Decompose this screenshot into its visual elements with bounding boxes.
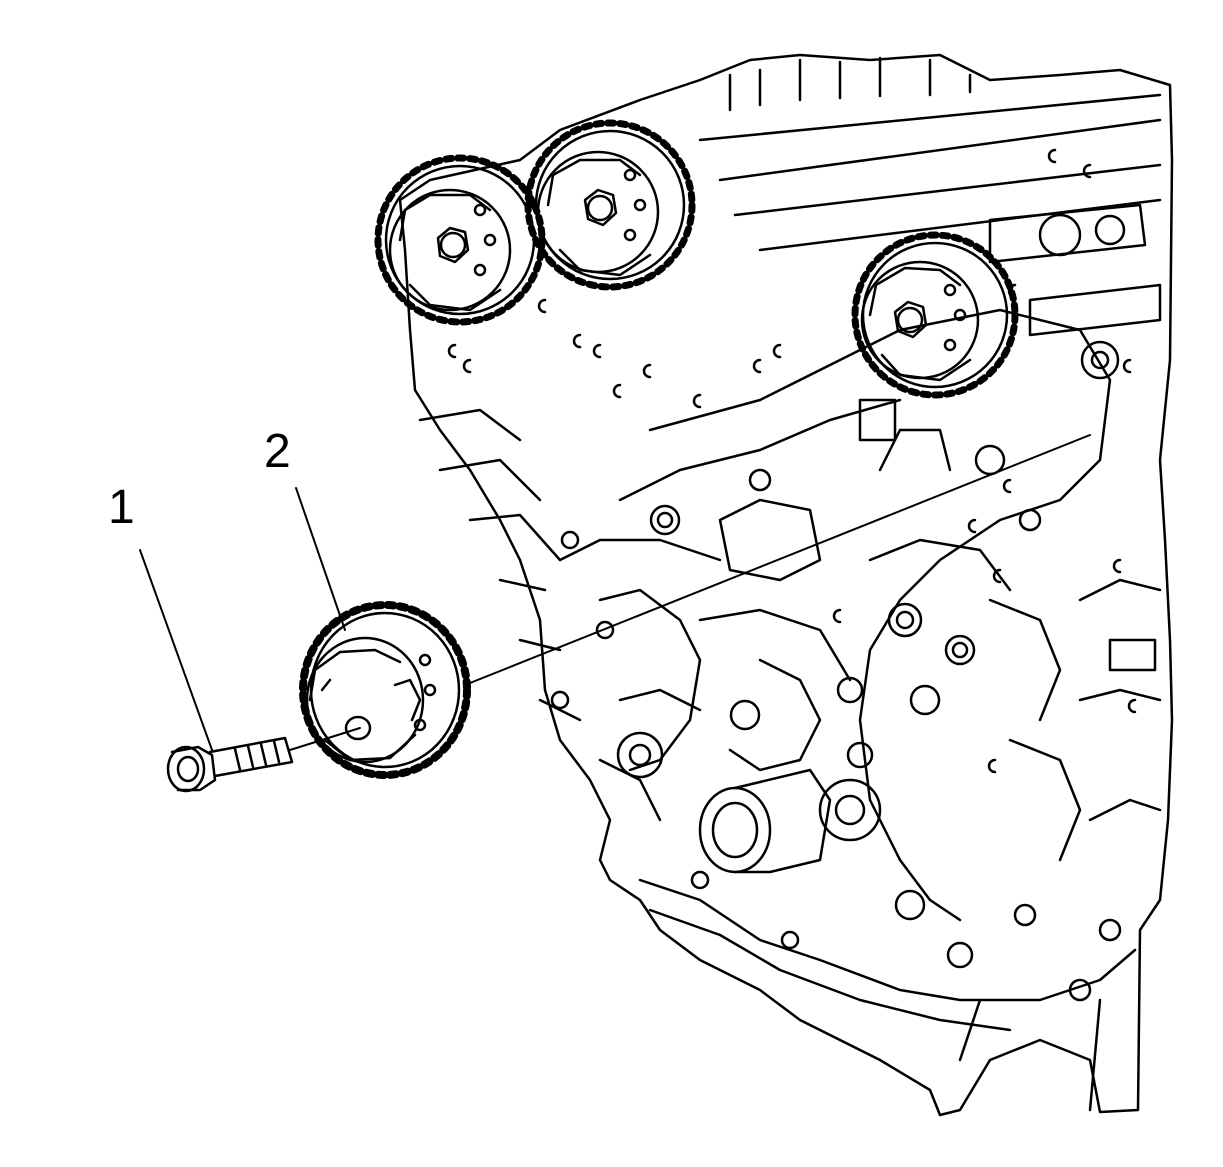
callout-number-sprocket: 2 xyxy=(264,425,291,478)
leader-lines xyxy=(139,487,346,751)
camshaft-sprocket-removed xyxy=(299,601,471,779)
leader-line-1 xyxy=(139,549,213,751)
engine-block xyxy=(398,53,1174,1117)
engine-cam-sprocket-left xyxy=(374,154,546,326)
engine-cam-sprocket-right xyxy=(851,231,1019,399)
callout-number-bolt: 1 xyxy=(108,481,135,534)
alignment-lines xyxy=(289,434,1091,751)
leader-line-2 xyxy=(295,487,346,631)
camshaft-sprocket-bolt xyxy=(166,736,294,793)
engine-cam-sprocket-middle xyxy=(524,119,696,291)
